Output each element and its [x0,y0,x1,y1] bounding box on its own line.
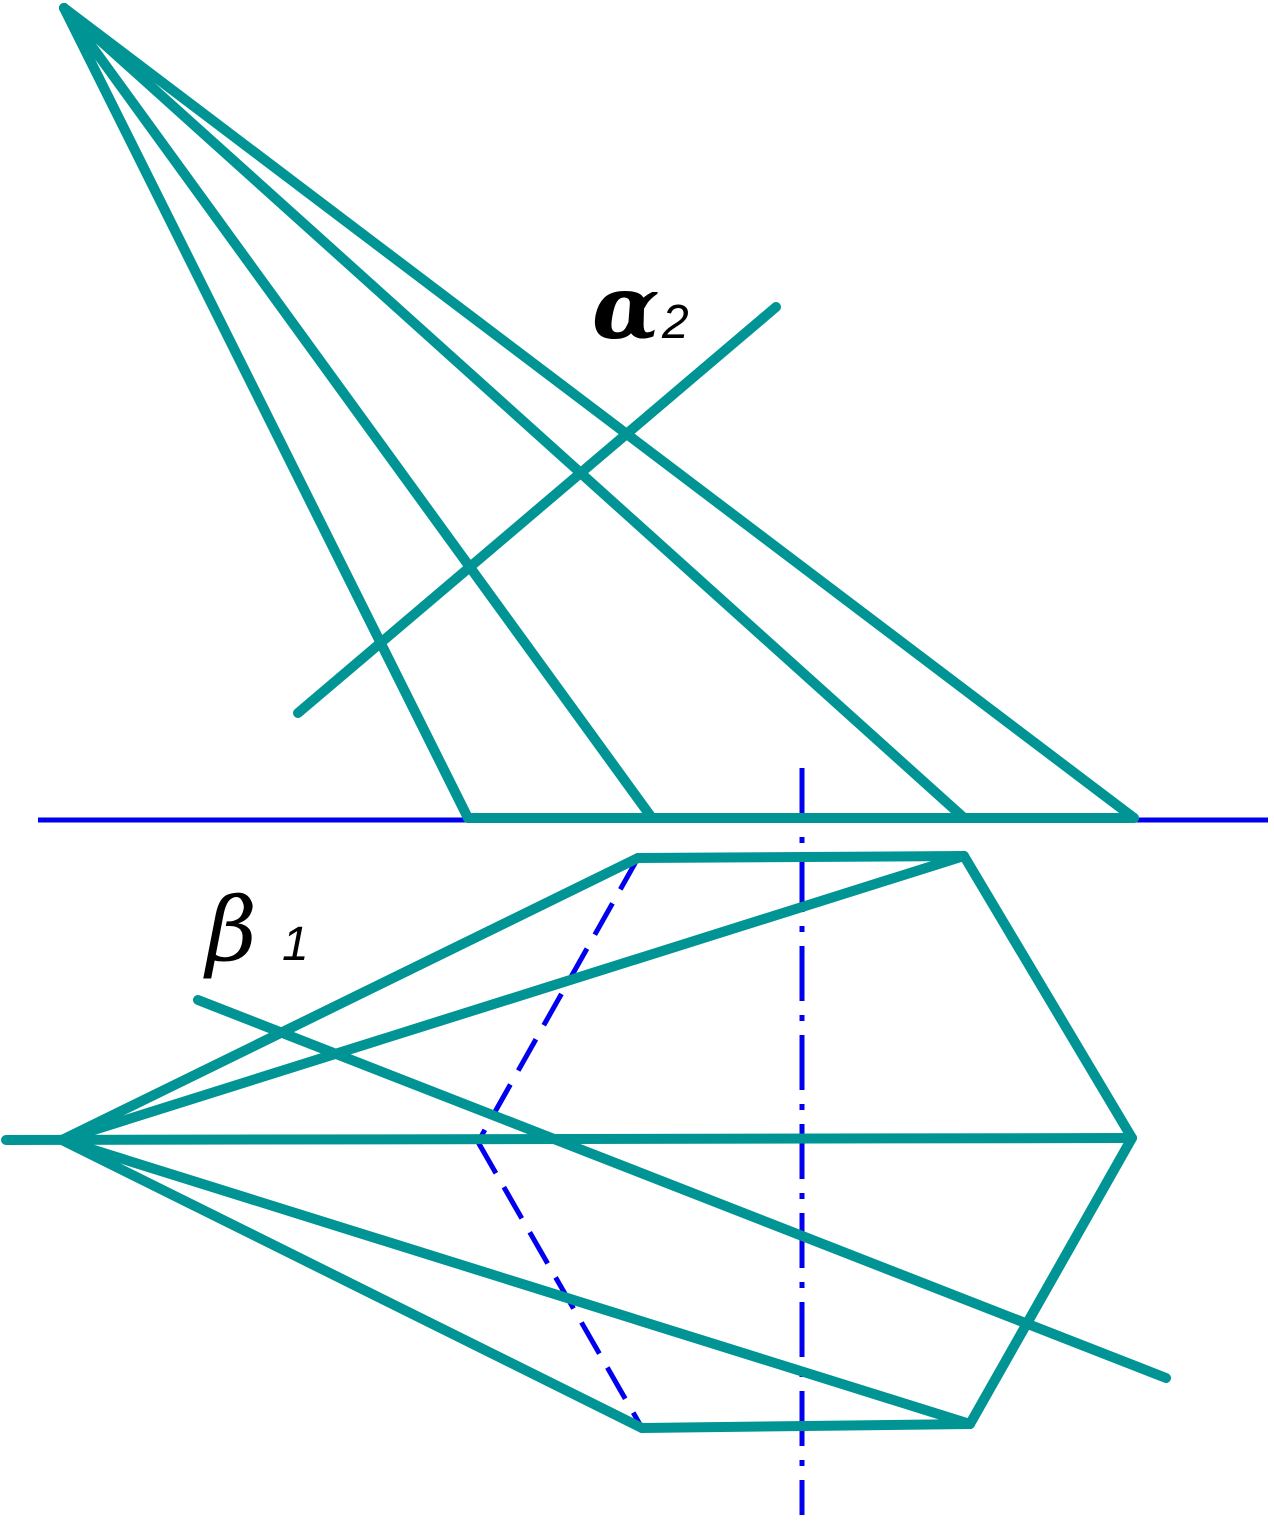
base-bottom-edge [637,1419,975,1433]
label-alpha: α 2 [592,255,689,359]
top-edge-3 [57,1135,647,1433]
base-top-edge [633,851,969,863]
label-beta: β 1 [203,878,309,981]
label-alpha-symbol: α [592,255,660,359]
front-edge-4 [59,3,1139,823]
top-edge-2 [57,851,969,1145]
front-view [59,3,1139,823]
top-center-line [1,1133,1137,1145]
top-edge-4 [57,1135,975,1429]
front-edge-3 [59,3,969,823]
hidden-edge-upper [475,856,641,1144]
label-alpha-subscript: 2 [661,296,689,349]
top-edge-1 [57,853,643,1145]
hidden-edge-lower [475,1140,645,1430]
front-edge-2 [59,3,657,823]
label-beta-symbol: β [203,878,257,981]
plane-alpha-trace [293,302,781,718]
label-beta-subscript: 1 [282,918,309,971]
base-lower-right-edge [965,1133,1137,1429]
base-upper-right-edge [959,851,1137,1143]
plane-beta-trace [193,995,1171,1383]
top-view [1,851,1171,1433]
front-edge-1 [59,3,473,823]
